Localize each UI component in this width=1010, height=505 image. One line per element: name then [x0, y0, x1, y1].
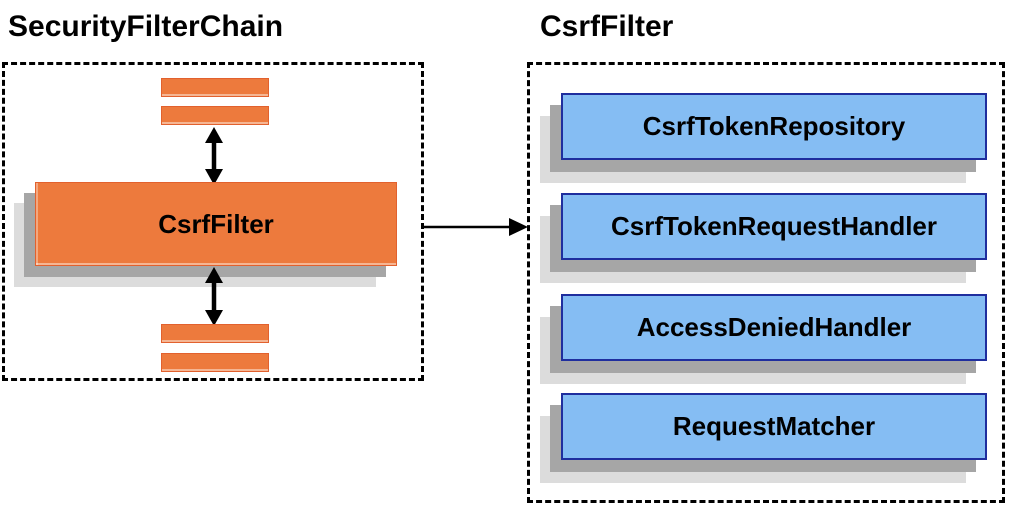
component-box-access-denied-handler: AccessDeniedHandler: [561, 294, 987, 361]
security-filter-chain-title: SecurityFilterChain: [8, 10, 284, 43]
filter-placeholder-bar: [161, 324, 269, 343]
csrf-filter-container: [527, 62, 1005, 503]
filter-placeholder-bar: [161, 78, 269, 97]
component-box-csrf-token-request-handler: CsrfTokenRequestHandler: [561, 193, 987, 260]
component-box-csrf-token-repository: CsrfTokenRepository: [561, 93, 987, 160]
csrf-filter-node: CsrfFilter: [35, 182, 397, 266]
csrf-filter-title: CsrfFilter: [540, 10, 674, 43]
double-arrow-icon: [205, 127, 223, 185]
component-box-request-matcher: RequestMatcher: [561, 393, 987, 460]
filter-placeholder-bar: [161, 353, 269, 372]
double-arrow-icon: [205, 267, 223, 326]
filter-placeholder-bar: [161, 106, 269, 125]
arrow-right-icon: [424, 218, 528, 236]
security-filter-chain-container: [2, 62, 424, 381]
